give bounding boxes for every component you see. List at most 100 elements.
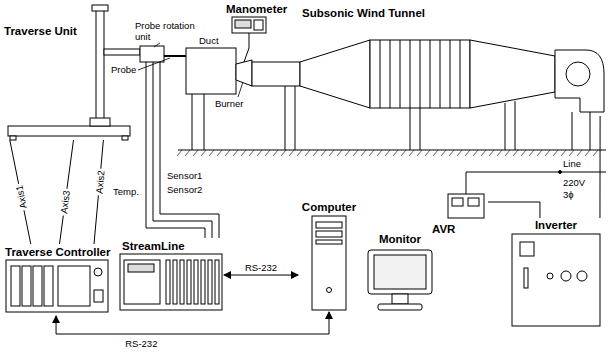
computer-tower [327, 288, 332, 293]
wind-tunnel [572, 112, 573, 150]
ground [177, 150, 182, 156]
power-label: 3ϕ [562, 189, 575, 200]
streamline-box [173, 260, 177, 304]
traverse-controller-box [58, 266, 90, 306]
ground [193, 150, 198, 156]
ground [401, 150, 406, 156]
streamline-box [208, 260, 212, 304]
ground [305, 150, 310, 156]
traverse-controller-box [6, 260, 108, 312]
equipment-name: Inverter [535, 218, 577, 232]
streamline-box [120, 254, 222, 310]
wind-tunnel: Subsonic Wind Tunnel [262, 4, 607, 116]
wind-tunnel [252, 40, 604, 150]
ground [425, 150, 430, 156]
ground [385, 150, 390, 156]
ground [433, 150, 438, 156]
streamline-box [187, 260, 191, 304]
avr-box [448, 194, 484, 218]
part-label: Probe rotation unit [134, 20, 198, 42]
manometer-box [232, 17, 266, 33]
ground [545, 150, 550, 156]
ground [553, 150, 558, 156]
ground [321, 150, 326, 156]
ground [273, 150, 278, 156]
ground [297, 150, 302, 156]
streamline-box [215, 260, 219, 304]
ground [569, 150, 574, 156]
axis-label: Axis1 [13, 183, 29, 212]
ground [337, 150, 342, 156]
inverter-cabinet [512, 234, 600, 326]
ground [577, 150, 582, 156]
duct [186, 48, 236, 94]
ground [529, 150, 534, 156]
computer-tower [312, 216, 346, 310]
avr-box [452, 198, 463, 206]
leader-line [154, 43, 160, 47]
inverter-cabinet [524, 268, 528, 288]
ground [441, 150, 446, 156]
computer-tower [316, 222, 342, 228]
avr: AVR [430, 190, 488, 250]
wind-tunnel [420, 40, 421, 108]
wind-tunnel [285, 86, 286, 150]
computer: Computer [298, 200, 360, 312]
ground [185, 150, 190, 156]
wind-tunnel [300, 40, 370, 108]
wind-tunnel [380, 40, 381, 108]
monitor-screen [374, 255, 426, 289]
wind-tunnel [440, 40, 441, 108]
ground [417, 150, 422, 156]
interface-label: RS-232 [243, 262, 279, 273]
monitor: Monitor [360, 232, 440, 316]
ground [177, 150, 598, 156]
equipment-name: Manometer [226, 2, 287, 16]
monitor-screen [378, 304, 422, 310]
ground [377, 150, 382, 156]
ground [289, 150, 294, 156]
traverse-unit-frame [140, 46, 164, 62]
ground [409, 150, 414, 156]
wind-tunnel [410, 40, 411, 108]
wind-tunnel [420, 108, 421, 150]
ground [585, 150, 590, 156]
streamline-box [194, 260, 198, 304]
part-label: Burner [214, 98, 245, 109]
traverse-unit-frame [96, 8, 104, 126]
duct [186, 33, 252, 150]
leader-line [138, 43, 243, 97]
wind-tunnel [390, 40, 391, 108]
ground [537, 150, 542, 156]
streamline-box [128, 264, 154, 272]
power-label: Line [562, 158, 582, 169]
computer-tower [312, 216, 346, 310]
wind-tunnel [566, 62, 590, 86]
ground [225, 150, 230, 156]
traverse-controller-box [94, 268, 102, 276]
ground [593, 150, 598, 156]
wind-tunnel [590, 112, 591, 150]
traverse-unit-frame [104, 49, 140, 55]
traverse-unit-frame [122, 136, 128, 140]
ground [233, 150, 238, 156]
streamline-unit: StreamLine [118, 238, 224, 312]
equipment-name: StreamLine [122, 239, 185, 253]
traverse-unit-frame [90, 118, 110, 126]
ground [473, 150, 478, 156]
ground [329, 150, 334, 156]
inverter-cabinet [577, 271, 587, 281]
ground [513, 150, 518, 156]
duct [192, 94, 193, 150]
ground [201, 150, 206, 156]
power-cable [488, 202, 540, 218]
traverse-controller: Traverse Controller [2, 244, 117, 316]
wind-tunnel [470, 40, 555, 108]
traverse-controller-box [22, 266, 31, 306]
rs232-cable [224, 275, 298, 276]
axis-label: Axis2 [93, 168, 106, 196]
leader-line [138, 58, 170, 70]
